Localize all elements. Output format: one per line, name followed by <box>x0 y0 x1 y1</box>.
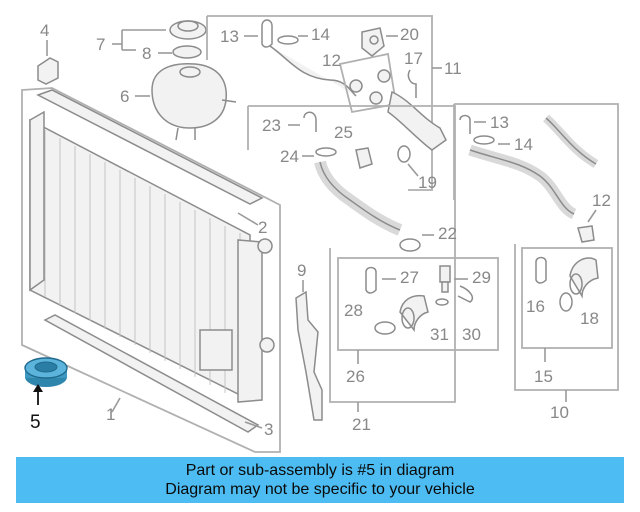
label-11: 11 <box>444 59 462 78</box>
label-14a: 14 <box>311 25 330 44</box>
label-28: 28 <box>344 301 363 320</box>
label-14b: 14 <box>514 135 533 154</box>
connector-20[interactable] <box>361 27 385 57</box>
label-5: 5 <box>30 412 41 433</box>
label-22: 22 <box>438 224 457 243</box>
hose-middle[interactable] <box>314 160 403 236</box>
label-12c: 12 <box>592 191 611 210</box>
label-18: 18 <box>580 309 599 328</box>
clamp-27[interactable] <box>365 266 377 294</box>
label-15: 15 <box>534 367 553 386</box>
o-ring-19[interactable] <box>397 145 411 163</box>
label-10: 10 <box>550 403 569 422</box>
bracket-9[interactable] <box>295 290 323 421</box>
banner-line-2: Diagram may not be specific to your vehi… <box>165 481 475 498</box>
label-2: 2 <box>258 218 267 237</box>
hose-clamp-23[interactable] <box>303 111 317 132</box>
elbow-fitting[interactable] <box>399 294 429 333</box>
radiator[interactable] <box>21 87 281 453</box>
clip-30[interactable] <box>457 285 474 303</box>
label-24: 24 <box>280 147 299 166</box>
label-13b: 13 <box>490 113 509 132</box>
o-ring-24[interactable] <box>315 147 337 157</box>
clip-12c[interactable] <box>577 225 595 243</box>
fitting-group[interactable] <box>338 52 398 114</box>
rubber-mount-part-5[interactable] <box>24 357 68 387</box>
label-25: 25 <box>334 123 353 142</box>
label-21: 21 <box>352 415 371 434</box>
label-8: 8 <box>142 44 151 63</box>
radiator-lower-bar[interactable] <box>43 314 260 433</box>
pipe-17[interactable] <box>387 69 447 151</box>
label-31: 31 <box>430 325 449 344</box>
label-1: 1 <box>106 405 115 424</box>
o-ring-14b[interactable] <box>473 135 495 145</box>
upper-hose[interactable] <box>269 45 357 97</box>
label-4: 4 <box>40 21 49 40</box>
o-ring-22[interactable] <box>399 238 421 252</box>
banner-line-1: Part or sub-assembly is #5 in diagram <box>185 462 455 479</box>
label-20: 20 <box>400 25 419 44</box>
parts-diagram: 2 3 1 4 5 7 8 6 11 <box>21 15 619 453</box>
label-19: 19 <box>418 173 437 192</box>
o-ring-31[interactable] <box>435 298 449 306</box>
label-7: 7 <box>96 35 105 54</box>
hose-clamp-13b[interactable] <box>459 114 471 135</box>
hose-clamp-13a[interactable] <box>261 19 273 48</box>
cap-seal[interactable] <box>172 45 202 59</box>
sensor-29[interactable] <box>439 265 451 293</box>
reservoir-cap[interactable] <box>169 20 207 40</box>
label-3: 3 <box>264 420 273 439</box>
label-13a: 13 <box>220 27 239 46</box>
label-16: 16 <box>526 297 545 316</box>
label-29: 29 <box>472 268 491 287</box>
fitting-18[interactable] <box>569 257 599 299</box>
clamp-16[interactable] <box>535 256 547 284</box>
lower-hose[interactable] <box>468 114 599 220</box>
o-ring-18[interactable] <box>559 292 573 312</box>
mount-bracket[interactable] <box>37 57 59 85</box>
label-27: 27 <box>400 268 419 287</box>
o-ring-28[interactable] <box>374 321 396 335</box>
radiator-upper-bar[interactable] <box>36 89 264 205</box>
expansion-tank[interactable] <box>151 62 237 141</box>
info-banner: Part or sub-assembly is #5 in diagram Di… <box>16 457 624 503</box>
o-ring-14a[interactable] <box>277 35 299 45</box>
clip-25[interactable] <box>355 147 373 169</box>
label-6: 6 <box>120 87 129 106</box>
label-30: 30 <box>462 325 481 344</box>
label-26: 26 <box>346 367 365 386</box>
label-9: 9 <box>297 261 306 280</box>
label-12a: 12 <box>322 51 341 70</box>
label-17: 17 <box>404 49 423 68</box>
label-23: 23 <box>262 116 281 135</box>
